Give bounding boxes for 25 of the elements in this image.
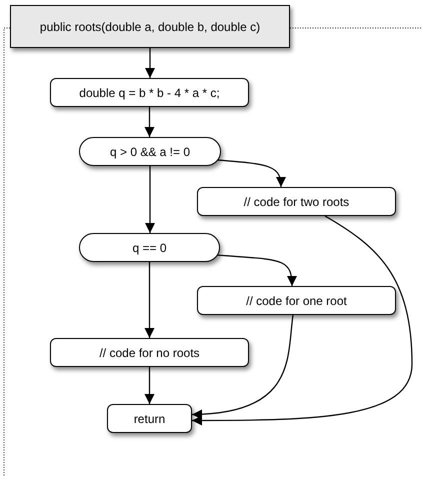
node-label: public roots(double a, double b, double c) xyxy=(40,18,260,36)
node-label: q > 0 && a != 0 xyxy=(110,144,190,160)
node-label: // code for two roots xyxy=(244,194,350,210)
arrow xyxy=(145,166,155,233)
node-label: double q = b * b - 4 * a * c; xyxy=(79,84,220,102)
arrow xyxy=(192,215,413,426)
process-box xyxy=(197,187,396,216)
arrow xyxy=(145,48,155,78)
arrow xyxy=(144,107,154,137)
arrow xyxy=(216,159,286,188)
end-box xyxy=(107,404,192,433)
node-label: // code for no roots xyxy=(99,344,200,362)
process-box xyxy=(197,286,396,315)
node-label: q == 0 xyxy=(132,240,167,256)
decision-pill xyxy=(79,233,220,262)
decision-pill xyxy=(79,137,221,166)
process-box xyxy=(50,338,249,367)
node-label: // code for one root xyxy=(246,292,347,310)
arrow xyxy=(216,254,297,286)
arrow xyxy=(144,262,154,338)
process-box xyxy=(50,78,249,107)
arrow xyxy=(192,314,294,419)
node-label: return xyxy=(134,410,166,428)
start-box xyxy=(10,5,290,48)
arrow xyxy=(144,367,154,404)
